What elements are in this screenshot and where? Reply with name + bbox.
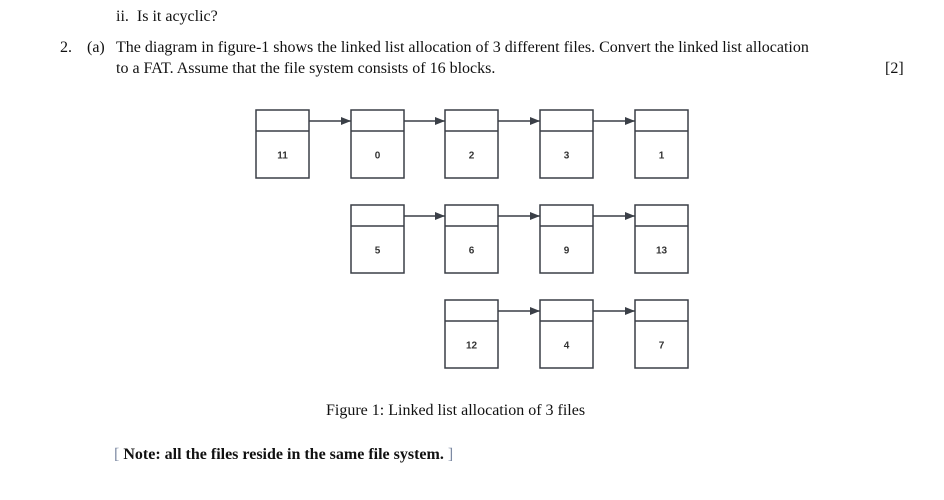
- previous-question-item: ii. Is it acyclic?: [116, 8, 218, 26]
- block-number: 3: [564, 151, 570, 162]
- block-node: [444, 299, 499, 369]
- block-number: 7: [659, 341, 665, 352]
- block-number: 2: [469, 151, 475, 162]
- block-node: [539, 204, 594, 274]
- note-open-bracket: [: [114, 446, 120, 463]
- question-number: 2.: [60, 39, 72, 56]
- block-node: [634, 299, 689, 369]
- block-node: [350, 204, 405, 274]
- note: [ Note: all the files reside in the same…: [114, 446, 453, 464]
- block-number: 6: [469, 246, 475, 257]
- block-number: 1: [659, 151, 665, 162]
- item-text: Is it acyclic?: [136, 8, 218, 25]
- note-text: Note: all the files reside in the same f…: [123, 446, 444, 463]
- block-node: [350, 109, 405, 179]
- note-close-bracket: ]: [447, 446, 454, 463]
- block-node: [539, 299, 594, 369]
- block-number: 5: [375, 246, 381, 257]
- block-node: [255, 109, 310, 179]
- block-node: [539, 109, 594, 179]
- item-label: ii.: [116, 8, 129, 25]
- block-number: 4: [564, 341, 570, 352]
- block-node: [634, 109, 689, 179]
- block-number: 11: [277, 151, 288, 162]
- question-text-line-2: to a FAT. Assume that the file system co…: [116, 60, 496, 77]
- block-node: [444, 109, 499, 179]
- block-number: 9: [564, 246, 570, 257]
- block-node: [444, 204, 499, 274]
- block-number: 0: [375, 151, 381, 162]
- question-marks: [2]: [885, 60, 904, 77]
- block-node: [634, 204, 689, 274]
- question-text-line-1: The diagram in figure-1 shows the linked…: [116, 39, 809, 56]
- block-number: 13: [656, 246, 668, 257]
- block-number: 12: [466, 341, 478, 352]
- question-part-label: (a): [87, 39, 105, 56]
- figure-caption: Figure 1: Linked list allocation of 3 fi…: [326, 402, 586, 419]
- linked-list-diagram: 11 0 2 3 1 5 6 9 13 12 4 7: [255, 109, 689, 369]
